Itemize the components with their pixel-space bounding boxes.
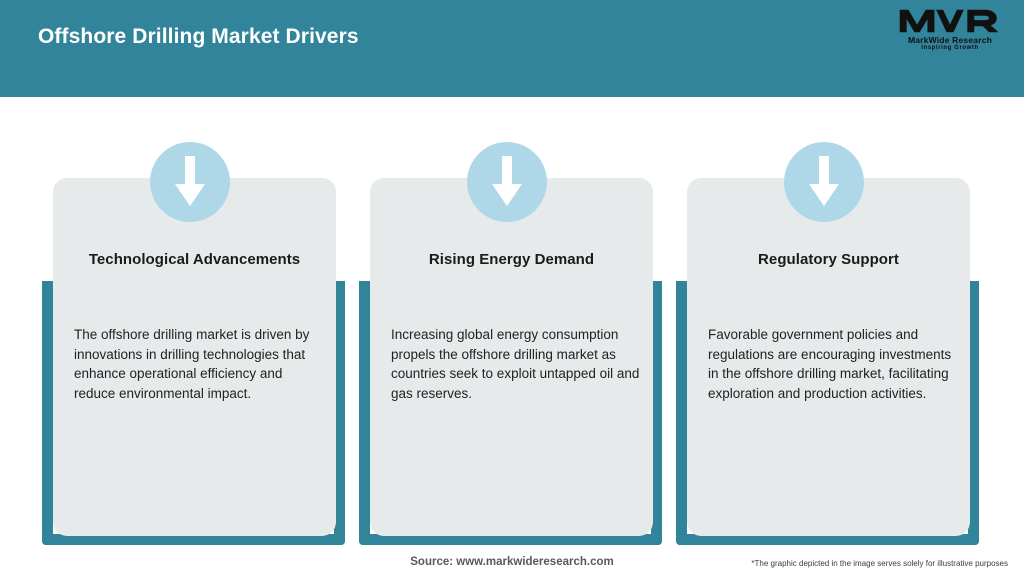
driver-card-2[interactable]: Rising Energy Demand Increasing global e… xyxy=(359,97,670,547)
page-title: Offshore Drilling Market Drivers xyxy=(38,25,359,48)
down-arrow-icon xyxy=(784,142,864,222)
mwr-monogram-icon xyxy=(899,9,999,33)
card-title: Technological Advancements xyxy=(88,251,301,268)
card-panel xyxy=(687,178,970,536)
card-body-text: The offshore drilling market is driven b… xyxy=(74,327,310,401)
card-accent-frame xyxy=(676,281,979,545)
logo-company-name: MarkWide Research xyxy=(907,35,993,45)
down-arrow-icon xyxy=(467,142,547,222)
footer-disclaimer: *The graphic depicted in the image serve… xyxy=(751,559,1008,568)
card-body-text: Increasing global energy consumption pro… xyxy=(391,327,640,401)
driver-cards-area: Technological Advancements The offshore … xyxy=(0,97,1024,576)
header-bar xyxy=(0,0,1024,97)
card-panel xyxy=(370,178,653,536)
card-accent-frame xyxy=(359,281,662,545)
logo-tagline: Inspiring Growth xyxy=(921,45,979,51)
brand-logo: MarkWide Research Inspiring Growth xyxy=(894,8,1006,60)
card-accent-frame xyxy=(42,281,345,545)
card-title: Rising Energy Demand xyxy=(428,251,595,268)
card-title: Regulatory Support xyxy=(758,251,899,268)
driver-card-1[interactable]: Technological Advancements The offshore … xyxy=(42,97,353,547)
down-arrow-icon xyxy=(150,142,230,222)
footer-source-link[interactable]: Source: www.markwideresearch.com xyxy=(410,556,614,568)
card-body-text: Favorable government policies and regula… xyxy=(708,327,952,401)
driver-card-3[interactable]: Regulatory Support Favorable government … xyxy=(676,97,987,547)
card-panel xyxy=(53,178,336,536)
